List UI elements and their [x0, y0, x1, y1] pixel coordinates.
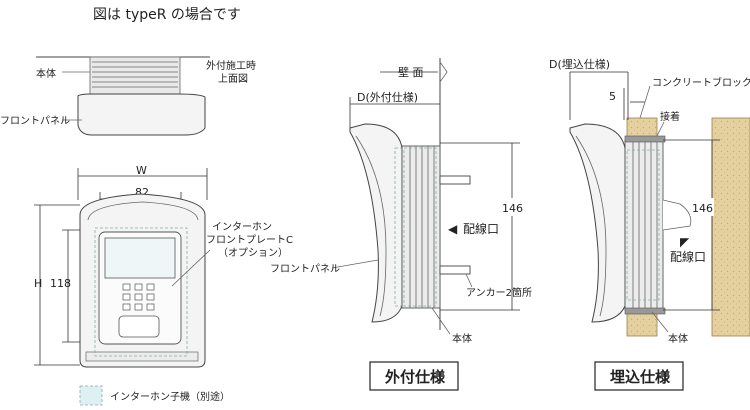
embedded-body-fins [632, 140, 658, 310]
front-plate-display [104, 237, 176, 279]
top-view-front-panel [77, 93, 206, 136]
front-view-base-strip [85, 351, 199, 362]
embedded-front-panel [569, 123, 626, 323]
concrete-label: コンクリートブロック [652, 76, 750, 89]
top-view-body-label: 本体 [36, 67, 56, 80]
top-view-caption-1: 外付施工時 [206, 59, 256, 72]
top-view: 本体 フロントパネル 外付施工時 上面図 [0, 56, 256, 136]
external-wiring-arrow: ◀ [448, 222, 458, 236]
anchor-top [439, 175, 471, 185]
embedded-body-leader [651, 311, 669, 333]
dim-w-label: W [136, 164, 147, 177]
wall-marker [439, 61, 448, 83]
anchor-leader [465, 273, 473, 288]
external-interphone [394, 147, 406, 307]
external-front-panel-edge [355, 135, 387, 317]
anchor-label: アンカー2箇所 [466, 286, 532, 299]
anchor-bottom [439, 265, 471, 275]
concrete-leader [639, 85, 651, 119]
embedded-wiring-label: 配線口 [670, 249, 706, 264]
adhesive-strip-bottom [624, 307, 666, 315]
embedded-wiring-arrow: ◤ [680, 235, 690, 249]
embedded-body-label: 本体 [668, 332, 688, 345]
interphone-label-2: フロントプレートC [206, 234, 293, 246]
legend-swatch [79, 385, 103, 406]
external-panel-leader [331, 259, 379, 269]
interphone-label-1: インターホン [212, 221, 272, 233]
external-panel-label: フロントパネル [270, 263, 340, 275]
legend-label: インターホン子機（別途） [110, 390, 230, 403]
dim-h-label: H [34, 277, 42, 290]
interphone-leader [171, 249, 211, 287]
embedded-146-label: 146 [692, 202, 713, 215]
embedded-5-label: 5 [609, 90, 616, 103]
external-side-view: 壁 面 D(外付仕様) 146 ◀ 配線口 アンカー2箇所 [270, 58, 532, 391]
embedded-side-view: D(埋込仕様) 5 コンクリートブロック 接着 146 ◤ [549, 57, 750, 391]
front-view-panel-arch [87, 201, 199, 221]
front-view-interphone-area [94, 227, 188, 357]
external-body-leader [431, 307, 451, 335]
front-view: W 82 H 118 インターホン フロントプレートC （ [34, 164, 293, 368]
external-body-label: 本体 [452, 332, 472, 345]
adhesive-strip-top [624, 135, 666, 143]
external-caption: 外付仕様 [384, 368, 446, 386]
front-plate-keypad [122, 283, 155, 311]
external-caption-box [369, 361, 459, 391]
interphone-label-3: （オプション） [218, 247, 288, 259]
external-body-fins [409, 146, 435, 308]
embedded-interphone [626, 149, 660, 301]
external-front-panel [349, 123, 403, 323]
external-146-label: 146 [502, 202, 523, 215]
embedded-depth-label: D(埋込仕様) [549, 57, 610, 71]
embedded-wall [711, 117, 750, 337]
external-depth-label: D(外付仕様) [357, 90, 418, 104]
dim-118-label: 118 [50, 277, 71, 290]
adhesive-label: 接着 [660, 110, 680, 123]
front-plate-speaker [118, 315, 160, 338]
top-view-fins [92, 61, 178, 88]
top-view-panel-label: フロントパネル [0, 115, 70, 127]
top-view-caption-2: 上面図 [218, 73, 248, 85]
embedded-wiring-bump [662, 199, 692, 231]
embedded-caption: 埋込仕様 [610, 368, 671, 386]
top-view-body [89, 56, 181, 95]
external-wiring-label: 配線口 [463, 221, 499, 236]
adhesive-leader [655, 121, 665, 139]
embedded-caption-box [594, 361, 684, 391]
page-title: 図は typeR の場合です [93, 7, 241, 23]
